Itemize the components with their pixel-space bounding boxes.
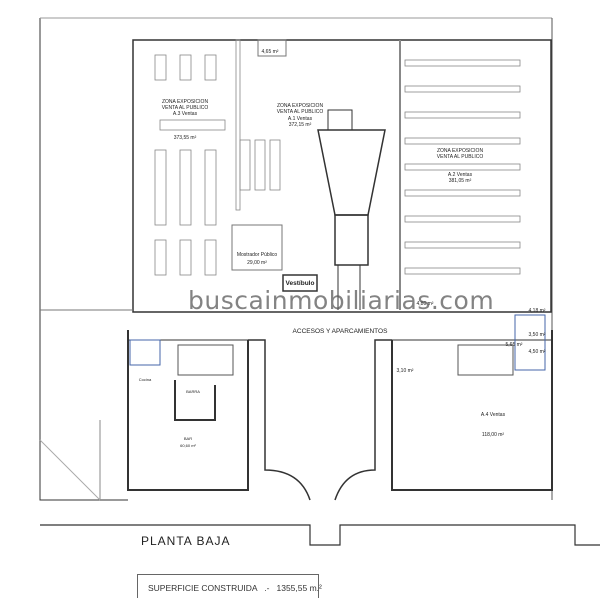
right-small-area: 4,80 m² [417, 301, 434, 307]
a2-name: A.2 Ventas [448, 172, 473, 178]
a4-name: A.4 Ventas [481, 412, 506, 418]
accesos-label: ACCESOS Y APARCAMIENTOS [293, 328, 389, 335]
a3-zone-line2: VENTA AL PUBLICO [162, 105, 209, 111]
wc-hall-area: 5,65 m² [506, 342, 523, 348]
wc3-area: 4,50 m² [529, 349, 546, 355]
shelf [404, 85, 521, 93]
shelf [404, 241, 521, 249]
a2-zone-line2: VENTA AL PUBLICO [437, 154, 484, 160]
shelf [404, 59, 521, 67]
shelf [404, 267, 521, 275]
right-hall-area: 3,10 m² [397, 368, 414, 374]
shelf [204, 54, 217, 81]
wc2-area: 3,50 m² [529, 332, 546, 338]
shelf [159, 119, 226, 131]
bar-area: 60,60 m² [180, 443, 196, 448]
mostrador-name: Mostrador Público [237, 252, 278, 258]
surface-box: SUPERFICIE CONSTRUIDA .- 1355,55 m.² [137, 574, 322, 598]
wc1-area: 4,18 m² [529, 308, 546, 314]
surface-label: SUPERFICIE CONSTRUIDA [148, 583, 258, 593]
a4-area: 118,00 m² [482, 432, 504, 438]
shelf [154, 54, 167, 81]
a3-area: 373,55 m² [174, 135, 197, 141]
cocina-name: Cocina [139, 377, 152, 382]
watermark: buscainmobiliarias.com [188, 286, 495, 315]
shelf [269, 139, 281, 191]
shelf [239, 139, 251, 191]
shelf [404, 215, 521, 223]
shelf [254, 139, 266, 191]
shelf [179, 239, 192, 276]
a1-zone-line2: VENTA AL PUBLICO [277, 109, 324, 115]
a3-zone-line1: ZONA EXPOSICION [162, 99, 209, 105]
a1-zone-line1: ZONA EXPOSICION [277, 103, 324, 109]
room-top-small-area: 4,65 m² [262, 49, 279, 55]
a3-name: A.3 Ventas [173, 111, 198, 117]
shelf [404, 111, 521, 119]
surface-value: 1355,55 m.² [276, 583, 322, 593]
shelf [404, 189, 521, 197]
vestibulo-label: Vestíbulo [286, 280, 315, 287]
a1-area: 372,15 m² [289, 122, 312, 128]
mostrador-area: 29,00 m² [247, 260, 267, 266]
a2-area: 381,05 m² [449, 178, 472, 184]
shelf [235, 39, 241, 211]
shelf [404, 137, 521, 145]
shelf [204, 149, 217, 226]
shelf [154, 149, 167, 226]
shelf [204, 239, 217, 276]
plan-title: PLANTA BAJA [141, 534, 231, 548]
shelf [404, 163, 521, 171]
shelf [154, 239, 167, 276]
surface-sep: .- [264, 583, 270, 593]
a1-name: A.1 Ventas [288, 116, 313, 122]
bar-name: BAR [184, 436, 192, 441]
shelf [179, 149, 192, 226]
shelf [179, 54, 192, 81]
a2-zone-line1: ZONA EXPOSICION [437, 148, 484, 154]
barra-name: BARRA [186, 389, 200, 394]
